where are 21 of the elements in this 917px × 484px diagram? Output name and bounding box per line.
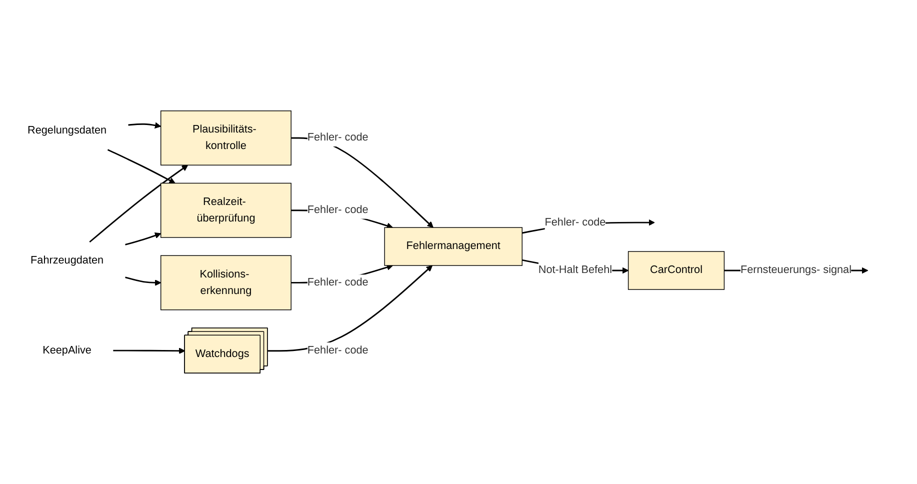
edge-label: Fehler- code (307, 276, 368, 288)
edge-label: Not-Halt Befehl (538, 264, 612, 276)
arrow (128, 122, 162, 129)
arrow (125, 276, 162, 286)
node-box: CarControl (628, 251, 725, 290)
arrow (107, 149, 176, 184)
edge-label: Fehler- code (307, 344, 368, 356)
edge-label: Fehler- code (307, 131, 368, 144)
node-text: Regelungsdaten (28, 124, 107, 136)
node-text: Fahrzeugdaten (30, 254, 104, 267)
node-text: KeepAlive (42, 344, 92, 356)
edge-label: Fehler- code (544, 216, 606, 228)
edge-label: Fernsteuerungs- signal (740, 264, 852, 276)
node-box: Kollisions- erkennung (160, 255, 292, 310)
arrow (113, 348, 186, 354)
arrow (89, 164, 188, 243)
node-box: Plausibilitäts- kontrolle (160, 110, 292, 166)
node-box: Realzeit- überprüfung (160, 182, 292, 238)
edge-label: Fehler- code (307, 204, 368, 216)
node-box: Fehlermanagement (384, 227, 522, 266)
arrow (125, 232, 162, 246)
